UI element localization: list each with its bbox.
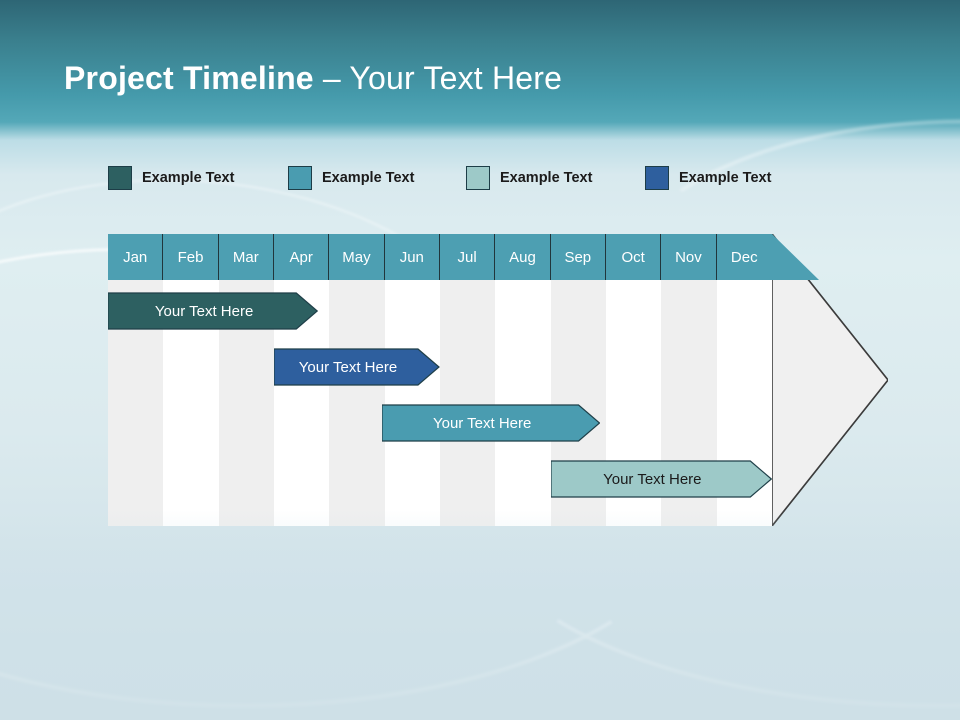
- legend-item-2[interactable]: Example Text: [466, 166, 592, 190]
- gantt-bar-3[interactable]: Your Text Here: [550, 460, 772, 498]
- legend-item-0[interactable]: Example Text: [108, 166, 234, 190]
- month-header-nov[interactable]: Nov: [661, 234, 717, 280]
- page-title-separator: –: [313, 60, 350, 96]
- gantt-bar-polygon-3: [550, 460, 772, 498]
- month-column-feb: Feb: [163, 234, 219, 526]
- outer-arrow-head-header-fill: [772, 234, 819, 280]
- legend-label-2: Example Text: [500, 170, 593, 186]
- month-column-mar: Mar: [218, 234, 274, 526]
- gantt-bar-label-0: Your Text Here: [154, 302, 254, 320]
- gantt-bar-0[interactable]: Your Text Here: [108, 292, 319, 330]
- gantt-bar-shape-0: [108, 292, 319, 330]
- page-title-light: Your Text Here: [349, 60, 563, 96]
- page-title: Project Timeline – Your Text Here: [64, 60, 562, 97]
- gantt-bar-1[interactable]: Your Text Here: [274, 348, 440, 386]
- legend-label-0: Example Text: [142, 170, 235, 186]
- gantt-bar-shape-1: [274, 348, 440, 386]
- month-header-aug[interactable]: Aug: [495, 234, 551, 280]
- month-column-jul: Jul: [439, 234, 496, 526]
- month-header-apr[interactable]: Apr: [273, 234, 330, 280]
- legend-swatch-icon-2: [466, 166, 490, 190]
- page-title-strong: Project Timeline: [64, 60, 314, 96]
- legend-label-1: Example Text: [322, 170, 415, 186]
- gantt-bar-2[interactable]: Your Text Here: [381, 404, 601, 442]
- month-header-dec[interactable]: Dec: [716, 234, 772, 280]
- gantt-bar-polygon-0: [108, 292, 319, 330]
- gantt-bar-label-3: Your Text Here: [603, 470, 702, 488]
- month-header-feb[interactable]: Feb: [163, 234, 219, 280]
- legend-swatch-icon-3: [645, 166, 669, 190]
- legend-swatch-icon-1: [288, 166, 312, 190]
- month-header-jul[interactable]: Jul: [439, 234, 496, 280]
- month-header-may[interactable]: May: [329, 234, 385, 280]
- gantt-bar-shape-2: [381, 404, 601, 442]
- legend-swatch-icon-0: [108, 166, 132, 190]
- month-header-mar[interactable]: Mar: [218, 234, 274, 280]
- month-column-jan: Jan: [108, 234, 164, 526]
- month-column-aug: Aug: [495, 234, 551, 526]
- month-header-jun[interactable]: Jun: [384, 234, 440, 280]
- month-header-sep[interactable]: Sep: [550, 234, 606, 280]
- month-header-oct[interactable]: Oct: [605, 234, 662, 280]
- legend-item-1[interactable]: Example Text: [288, 166, 414, 190]
- legend: Example Text Example Text Example Text Exam…: [108, 166, 868, 198]
- month-header-jan[interactable]: Jan: [108, 234, 164, 280]
- gantt-bar-polygon-2: [381, 404, 601, 442]
- gantt-bar-polygon-1: [274, 348, 440, 386]
- legend-item-3[interactable]: Example Text: [645, 166, 771, 190]
- gantt-bar-shape-3: [550, 460, 772, 498]
- outer-arrow-head: [771, 234, 888, 526]
- gantt-bar-label-2: Your Text Here: [432, 414, 532, 432]
- legend-label-3: Example Text: [679, 170, 772, 186]
- gantt-bar-label-1: Your Text Here: [298, 358, 398, 376]
